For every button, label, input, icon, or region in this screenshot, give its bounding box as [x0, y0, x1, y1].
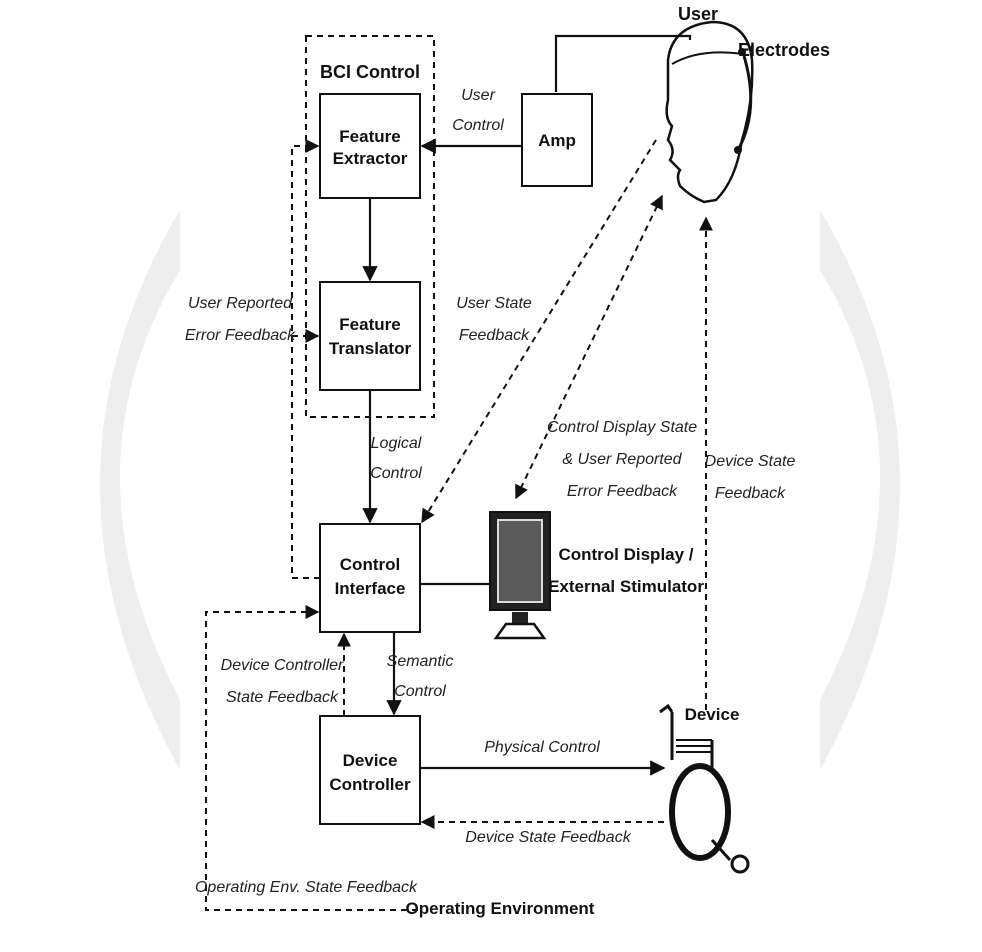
user-state-feedback-label-1: User State [456, 295, 532, 312]
device-controller-state-label-1: Device Controller [221, 657, 344, 674]
amp-label: Amp [538, 131, 576, 150]
user-reported-error-label-2: Error Feedback [185, 327, 296, 344]
feature-translator-node: Feature Translator [320, 282, 420, 390]
device-controller-state-label-2: State Feedback [226, 689, 339, 706]
device-state-feedback-bottom-label: Device State Feedback [465, 829, 631, 846]
logical-control-label-2: Control [370, 465, 422, 482]
device-state-feedback-right-label-1: Device State [705, 453, 796, 470]
feature-translator-label-2: Translator [329, 339, 412, 358]
control-display-monitor-icon [490, 512, 550, 638]
feature-extractor-label-2: Extractor [333, 149, 408, 168]
control-display-label-2: External Stimulator [548, 577, 704, 596]
operating-env-feedback-label: Operating Env. State Feedback [195, 879, 418, 896]
physical-control-label: Physical Control [484, 739, 600, 756]
bci-control-title: BCI Control [320, 62, 420, 82]
semantic-control-label-2: Control [394, 683, 446, 700]
control-interface-node: Control Interface [320, 524, 420, 632]
edge-error-feedback-extractor [292, 146, 320, 578]
user-label: User [678, 4, 718, 24]
device-wheelchair-icon [660, 706, 748, 872]
feature-extractor-node: Feature Extractor [320, 94, 420, 198]
amp-node: Amp [522, 94, 592, 186]
control-interface-label-1: Control [340, 555, 400, 574]
control-display-state-label-1: Control Display State [547, 419, 697, 436]
user-reported-error-label-1: User Reported [188, 295, 293, 312]
user-control-label-1: User [461, 87, 495, 104]
logical-control-label-1: Logical [371, 435, 422, 452]
electrodes-label: Electrodes [738, 40, 830, 60]
semantic-control-label-1: Semantic [387, 653, 454, 670]
control-display-state-label-3: Error Feedback [567, 483, 678, 500]
device-controller-node: Device Controller [320, 716, 420, 824]
operating-environment-label: Operating Environment [406, 899, 595, 918]
device-state-feedback-right-label-2: Feedback [715, 485, 786, 502]
control-interface-label-2: Interface [335, 579, 406, 598]
device-label: Device [685, 705, 740, 724]
user-control-label-2: Control [452, 117, 504, 134]
device-controller-label-2: Controller [329, 775, 411, 794]
control-display-state-label-2: & User Reported [562, 451, 682, 468]
user-state-feedback-label-2: Feedback [459, 327, 530, 344]
control-display-label-1: Control Display / [558, 545, 693, 564]
feature-extractor-label-1: Feature [339, 127, 400, 146]
feature-translator-label-1: Feature [339, 315, 400, 334]
device-controller-label-1: Device [343, 751, 398, 770]
